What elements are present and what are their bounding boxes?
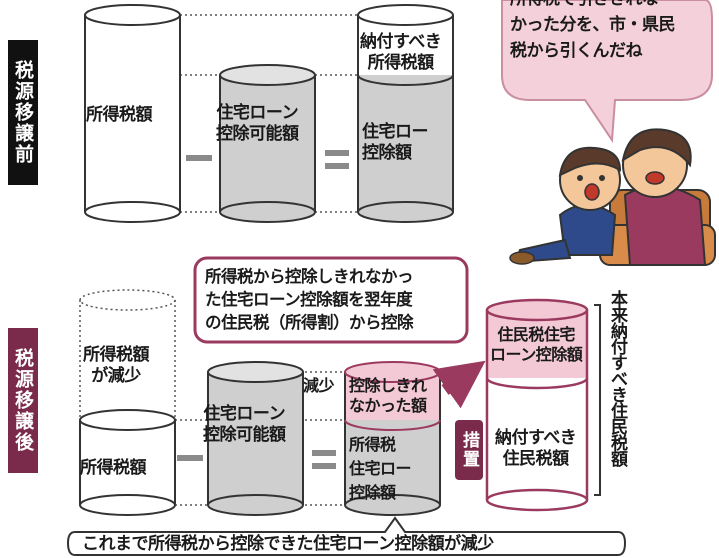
before-equals-sign-top (325, 150, 349, 156)
transfer-arrow (432, 360, 486, 409)
after-deductible-cylinder (207, 361, 304, 516)
before-minus-sign (186, 155, 212, 161)
original-resident-tax-label: 本来納付すべき住民税額 (607, 290, 627, 466)
after-resident-tax-cylinder (485, 298, 589, 512)
couple-illustration (509, 128, 716, 266)
after-decrease-label: 所得税額 が減少 (83, 345, 150, 387)
before-result-cylinder (357, 4, 454, 223)
before-deductible-label: 住宅ローン 控除可能額 (216, 103, 299, 145)
callout-frame (193, 256, 469, 344)
measure-badge: 措置 (455, 420, 483, 480)
bottom-note-frame (66, 516, 627, 556)
callout-text: 所得税から控除しきれなかっ た住宅ローン控除額を翌年度 の住民税（所得割）から控… (205, 267, 414, 332)
after-decrease-word: 減少 (303, 376, 335, 395)
bottom-note-text: これまで所得税から控除できた住宅ローン控除額が減少 (82, 534, 494, 554)
after-result-cylinder (344, 361, 441, 516)
after-income-tax-label: 所得税額 (80, 458, 147, 478)
before-payable-label: 納付すべき 所得税額 (360, 32, 442, 74)
before-section-badge: 税源移譲前 (8, 40, 38, 185)
payable-resident-tax-label: 納付すべき 住民税額 (495, 428, 577, 470)
original-bracket (594, 304, 601, 496)
after-deductible-label: 住宅ローン 控除可能額 (203, 404, 286, 446)
after-income-tax-cylinder (79, 409, 176, 516)
after-section-badge: 税源移譲後 (8, 328, 38, 473)
after-equals-sign-top (312, 450, 336, 456)
speech-text: 所得税で引ききれな かった分を、市・県民 税から引くんだね (510, 0, 676, 61)
after-not-deducted-label: 控除しきれ なかった額 (349, 376, 427, 415)
speech-bubble (501, 0, 713, 143)
after-stack-bottom-label: 所得税 住宅ロー 控除額 (349, 435, 412, 502)
before-income-tax-cylinder (84, 4, 181, 223)
after-minus-sign (177, 455, 203, 461)
after-equals-sign-bottom (312, 463, 336, 469)
before-equals-sign-bottom (325, 163, 349, 169)
before-deductible-cylinder (219, 64, 316, 223)
before-housing-label: 住宅ロー 控除額 (362, 122, 429, 164)
before-income-tax-label: 所得税額 (86, 105, 153, 125)
resident-deduction-label: 住民税住宅 ローン控除額 (490, 325, 583, 364)
after-ghost-cylinder (79, 289, 176, 420)
